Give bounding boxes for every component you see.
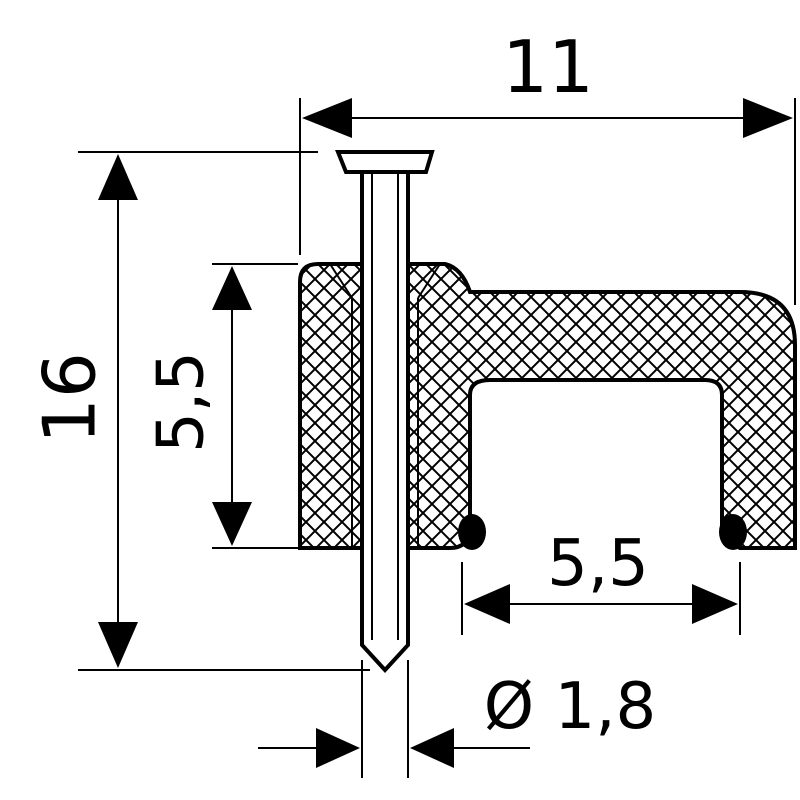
dim-label-inner-width: 5,5 — [547, 527, 649, 601]
dim-label-total-width: 11 — [502, 25, 594, 109]
dim-inner-width: 5,5 — [461, 527, 741, 635]
arrowhead-right — [692, 584, 738, 624]
arrowhead-right — [743, 98, 793, 138]
foot-blob-right — [719, 514, 747, 550]
dim-total-height: 16 — [28, 151, 370, 671]
dim-label-total-height: 16 — [28, 352, 112, 444]
dim-label-inner-height: 5,5 — [145, 351, 219, 453]
arrowhead-left — [316, 728, 360, 768]
arrowhead-right — [410, 728, 454, 768]
chamfer-right — [417, 263, 441, 299]
nail-shank — [360, 170, 410, 673]
nail — [335, 150, 435, 673]
arrowhead-left — [302, 98, 352, 138]
arrowhead-top — [98, 154, 138, 200]
dim-inner-height: 5,5 — [145, 263, 298, 549]
clip-body — [298, 262, 797, 550]
clip-u-body — [406, 262, 797, 550]
arrowhead-bottom — [98, 622, 138, 668]
nail-head — [335, 150, 435, 174]
arrowhead-left — [464, 584, 510, 624]
arrowhead-bottom — [212, 502, 252, 546]
dim-nail-diameter: Ø 1,8 — [258, 660, 656, 778]
chamfer-left — [329, 263, 353, 299]
arrowhead-top — [212, 266, 252, 310]
clip-left-wall — [298, 262, 364, 550]
dim-label-nail-diameter: Ø 1,8 — [484, 670, 657, 744]
dim-total-width: 11 — [299, 25, 796, 305]
foot-blob-left — [458, 514, 486, 550]
